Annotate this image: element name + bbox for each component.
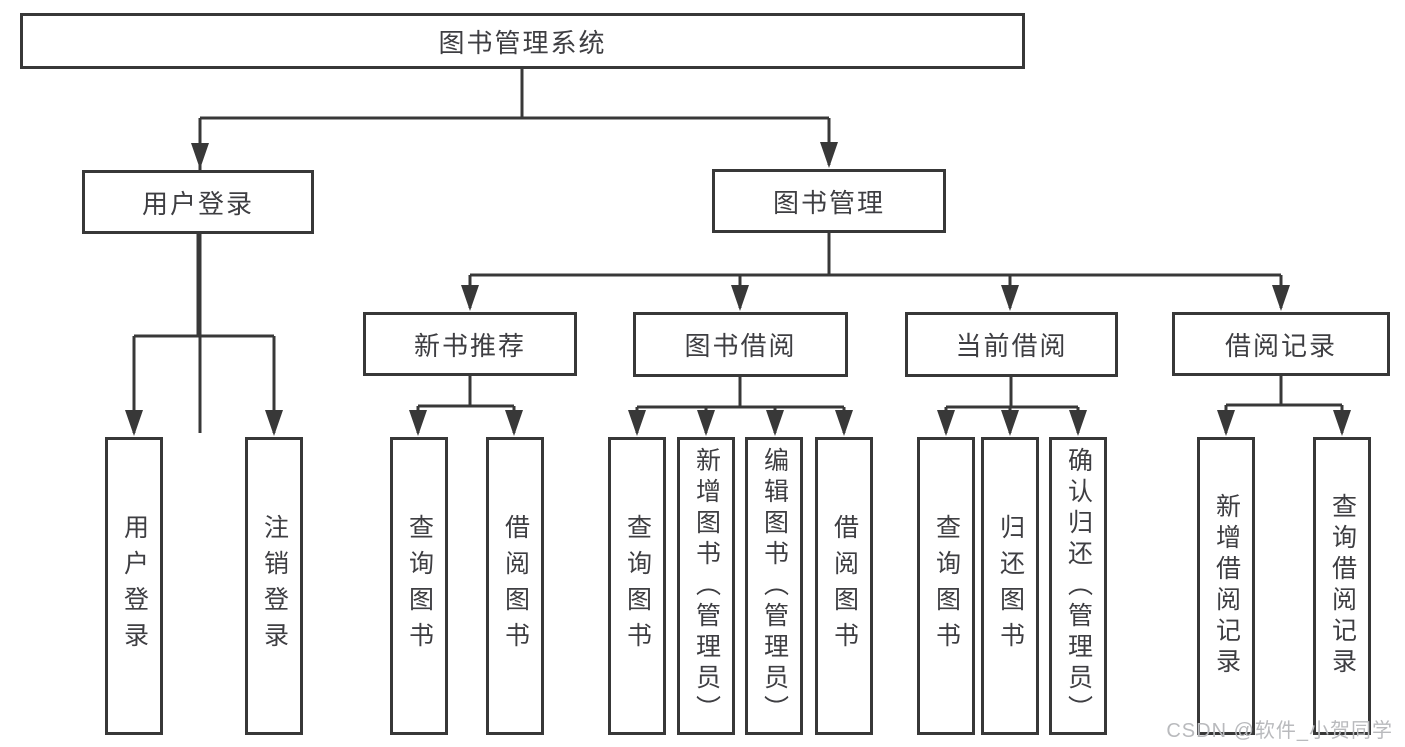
leaf-current-query-books: 查询图书 [917, 437, 975, 735]
node-user-login: 用户登录 [82, 170, 314, 234]
leaf-borrow-add-books-admin-label: 新增图书（管理员） [692, 446, 721, 726]
node-current-borrow-label: 当前借阅 [955, 331, 1068, 361]
leaf-recommend-borrow-books-label: 借阅图书 [501, 514, 530, 658]
leaf-recommend-borrow-books: 借阅图书 [486, 437, 544, 735]
leaf-current-query-books-label: 查询图书 [932, 514, 961, 658]
leaf-records-query-record: 查询借阅记录 [1313, 437, 1371, 735]
leaf-records-add-record: 新增借阅记录 [1197, 437, 1255, 735]
leaf-logout: 注销登录 [245, 437, 303, 735]
leaf-records-add-record-label: 新增借阅记录 [1212, 493, 1241, 679]
leaf-current-confirm-return-admin: 确认归还（管理员） [1049, 437, 1107, 735]
leaf-current-confirm-return-admin-label: 确认归还（管理员） [1064, 446, 1093, 726]
leaf-current-return-books-label: 归还图书 [996, 514, 1025, 658]
node-new-book-recommend-label: 新书推荐 [413, 330, 526, 361]
connector-lines [132, 69, 1344, 433]
leaf-records-query-record-label: 查询借阅记录 [1328, 493, 1357, 679]
node-root-system: 图书管理系统 [20, 13, 1025, 69]
leaf-borrow-edit-books-admin: 编辑图书（管理员） [745, 437, 803, 735]
node-book-borrow-label: 图书借阅 [684, 331, 797, 361]
leaf-borrow-query-books: 查询图书 [608, 437, 666, 735]
node-root-system-label: 图书管理系统 [438, 27, 607, 58]
node-book-borrow: 图书借阅 [633, 312, 848, 377]
leaf-borrow-borrow-books-label: 借阅图书 [830, 514, 859, 658]
csdn-watermark: CSDN @软件_小贺同学 [1166, 720, 1393, 742]
node-book-management-label: 图书管理 [772, 187, 885, 218]
node-borrow-records: 借阅记录 [1172, 312, 1390, 376]
leaf-user-login-label: 用户登录 [120, 514, 149, 658]
node-new-book-recommend: 新书推荐 [363, 312, 577, 376]
leaf-borrow-query-books-label: 查询图书 [623, 514, 652, 658]
leaf-logout-label: 注销登录 [260, 514, 289, 658]
node-current-borrow: 当前借阅 [905, 312, 1118, 377]
leaf-recommend-query-books-label: 查询图书 [405, 514, 434, 658]
leaf-recommend-query-books: 查询图书 [390, 437, 448, 735]
leaf-user-login: 用户登录 [105, 437, 163, 735]
leaf-borrow-add-books-admin: 新增图书（管理员） [677, 437, 735, 735]
node-borrow-records-label: 借阅记录 [1224, 330, 1337, 361]
leaf-borrow-borrow-books: 借阅图书 [815, 437, 873, 735]
leaf-current-return-books: 归还图书 [981, 437, 1039, 735]
leaf-borrow-edit-books-admin-label: 编辑图书（管理员） [760, 446, 789, 726]
node-user-login-label: 用户登录 [141, 188, 254, 219]
node-book-management: 图书管理 [712, 169, 946, 233]
arrow-down-icons [125, 142, 1351, 436]
